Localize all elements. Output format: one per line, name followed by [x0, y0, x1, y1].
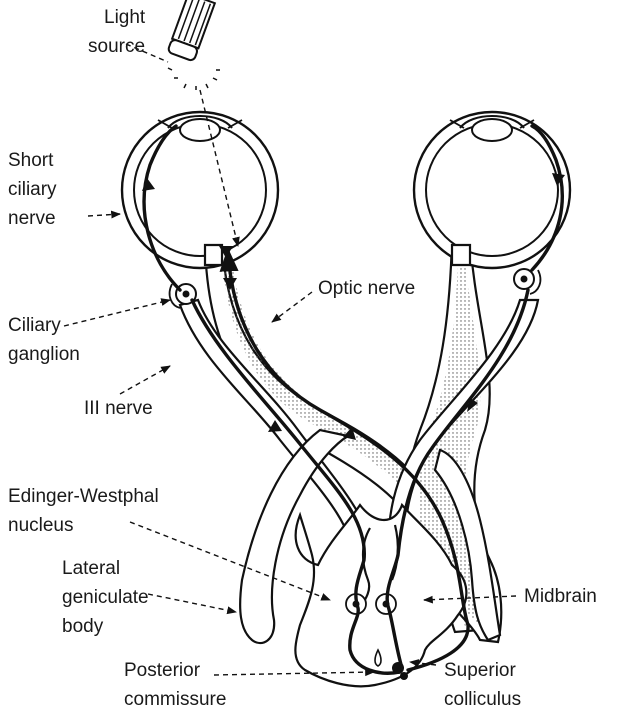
- ciliary-ganglion-label: Ciliary ganglion: [8, 315, 80, 365]
- optic-nerve-label: Optic nerve: [318, 278, 415, 299]
- lateral-geniculate-label: Lateral geniculate body: [62, 558, 154, 637]
- right-eye-icon: [414, 112, 570, 268]
- posterior-commissure-label: Posterior commissure: [124, 660, 226, 710]
- short-ciliary-nerve-label: Short ciliary nerve: [8, 150, 62, 229]
- superior-colliculus-label: Superior colliculus: [444, 660, 521, 710]
- light-source-label: Light source: [88, 7, 150, 57]
- edinger-westphal-label: Edinger-Westphal nucleus: [8, 486, 164, 536]
- midbrain-label: Midbrain: [524, 586, 597, 607]
- iii-nerve-label: III nerve: [84, 398, 153, 419]
- light-source-icon: [167, 0, 220, 90]
